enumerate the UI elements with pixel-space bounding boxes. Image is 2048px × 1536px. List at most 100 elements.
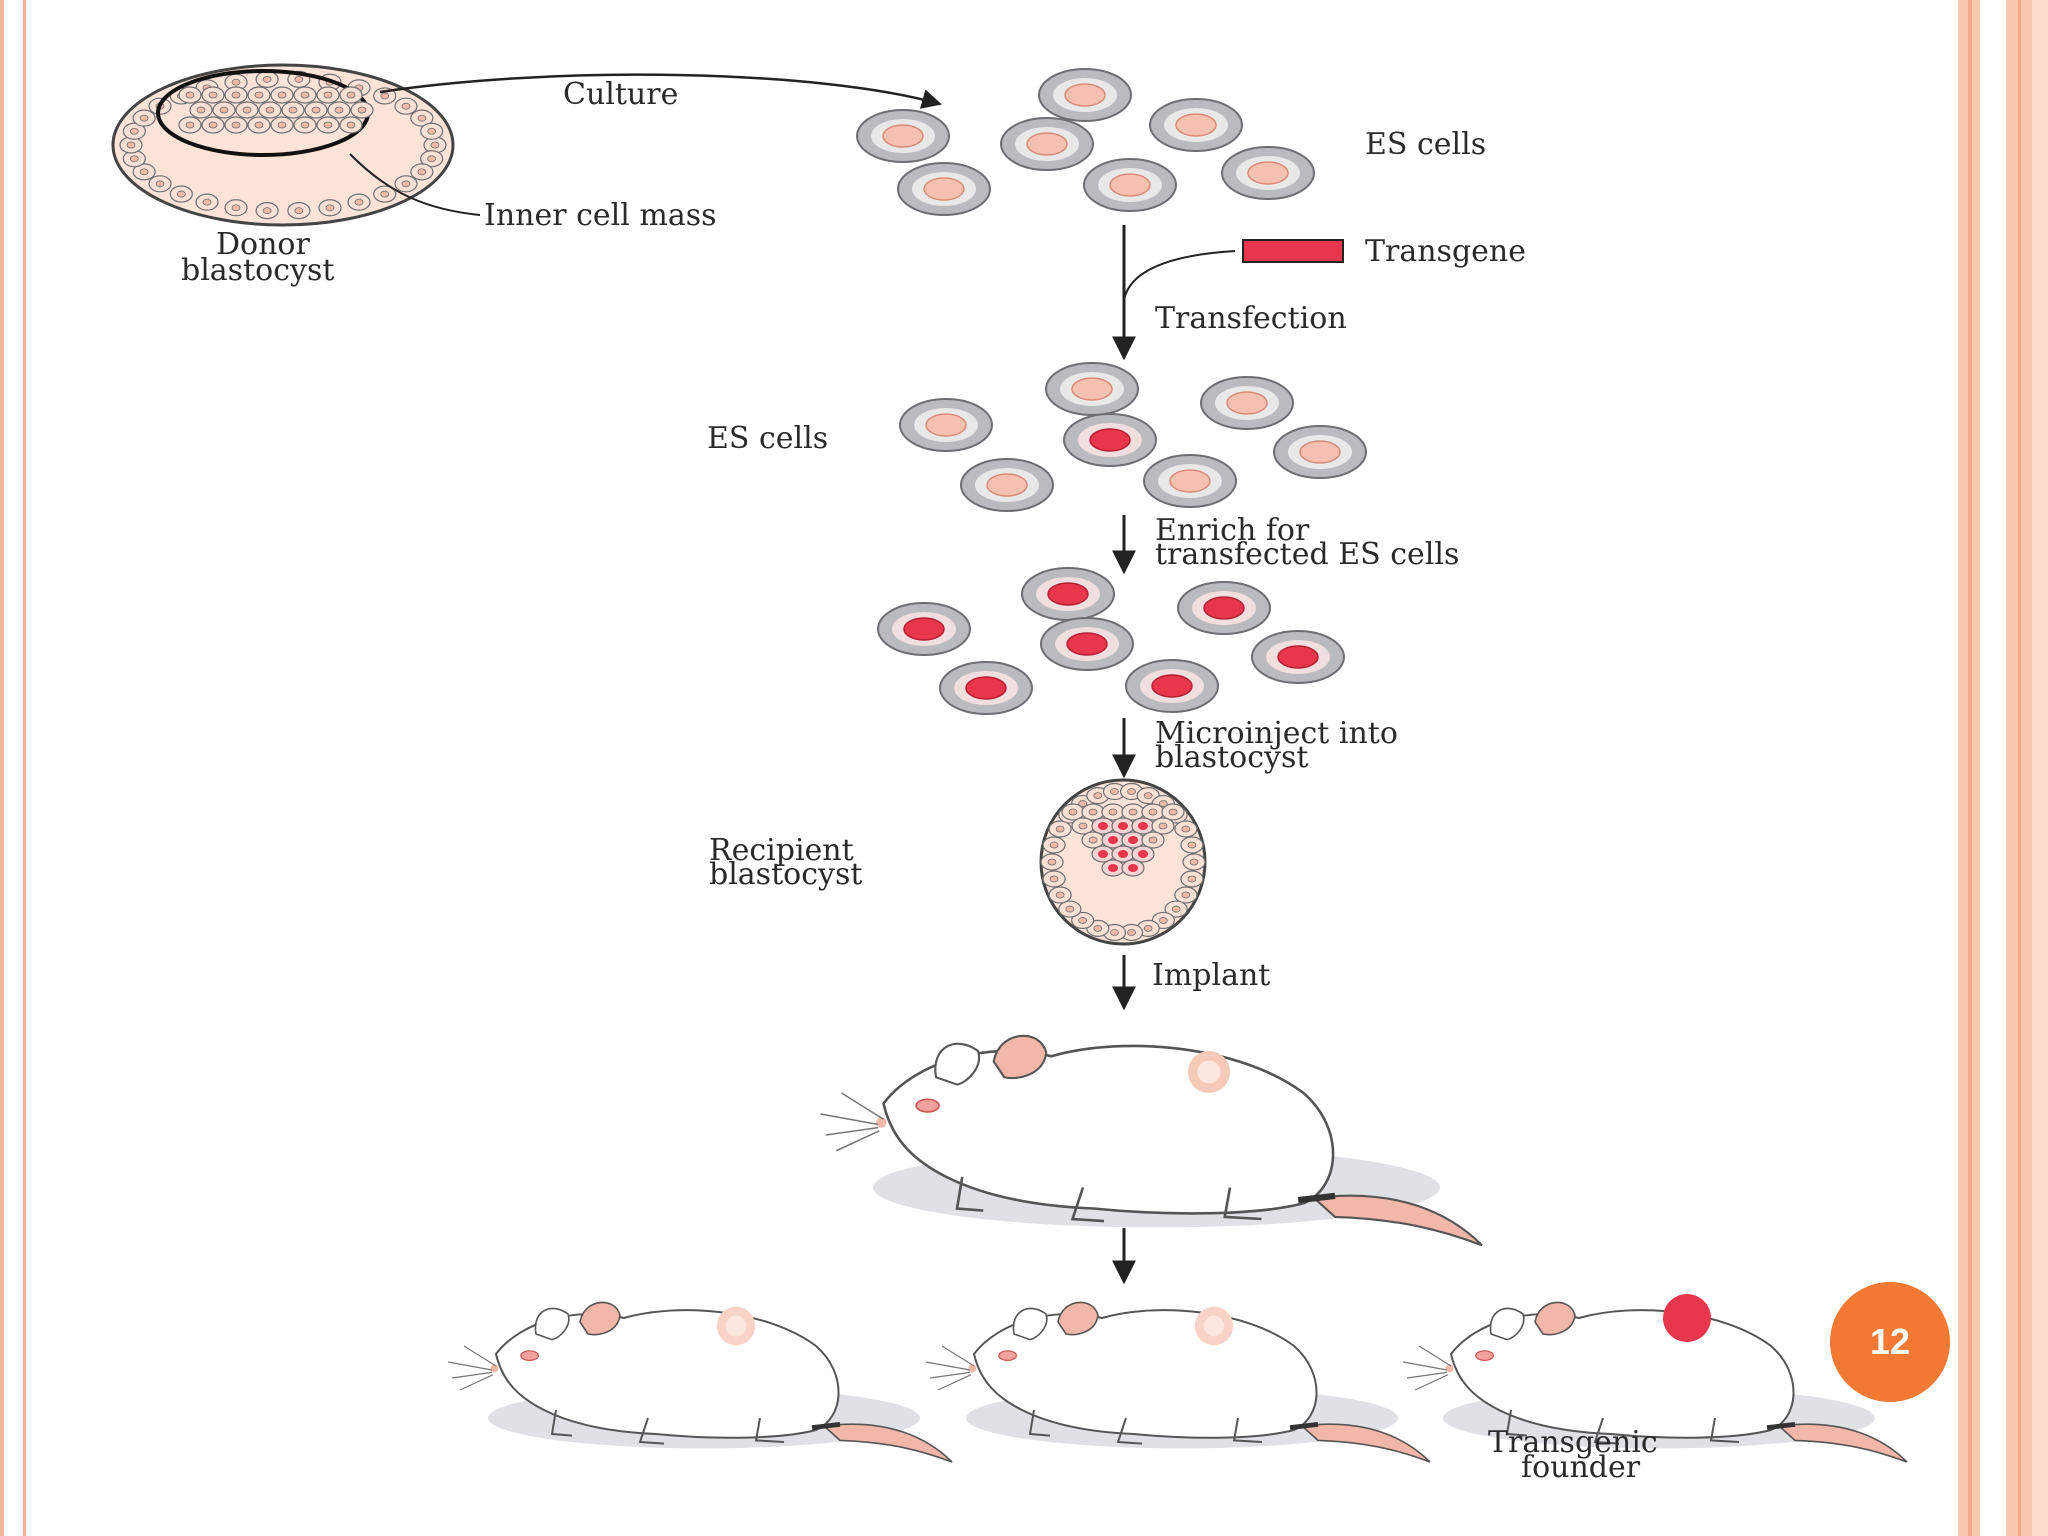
transfection-label: Transfection [1155, 301, 1347, 336]
donor-blastocyst-label-1: Donor [216, 227, 310, 262]
es-cell-icon [1038, 68, 1132, 122]
slide-left-border [0, 0, 26, 1536]
blastocyst-cell-icon [420, 122, 444, 140]
es-cell-icon [1273, 425, 1367, 479]
offspring-mouse-icon [926, 1302, 1430, 1462]
transgene-icon [1242, 239, 1344, 263]
blastocyst-cell-icon [394, 97, 418, 115]
es-cells-label-mid: ES cells [707, 421, 828, 456]
blastocyst-cell-icon [1042, 836, 1066, 854]
offspring-mouse-icon [448, 1302, 952, 1462]
blastocyst-cell-icon [195, 193, 219, 211]
blastocyst-cell-icon [148, 175, 172, 193]
transgenic-founder-label-1: Transgenic [1488, 1425, 1658, 1460]
transgene-leader [1123, 250, 1236, 301]
es-cell-icon [899, 398, 993, 452]
slide-right-border [1958, 0, 2048, 1536]
blastocyst-cell-icon [169, 185, 193, 203]
blastocyst-cell-icon [293, 86, 317, 104]
blastocyst-cell-icon [270, 86, 294, 104]
inner-cell-mass-label: Inner cell mass [484, 198, 717, 233]
es-cell-icon [897, 162, 991, 216]
transfected-cell-icon [1040, 617, 1134, 671]
blastocyst-cell-icon [224, 116, 248, 134]
donor-blastocyst-icon [111, 63, 455, 227]
blastocyst-cell-icon [1180, 836, 1204, 854]
blastocyst-cell-icon [224, 199, 248, 217]
recipient-blastocyst-icon [1039, 778, 1207, 946]
blastocyst-cell-icon [1040, 853, 1064, 871]
transfected-cell-icon [1125, 659, 1219, 713]
donor-blastocyst-label-2: blastocyst [181, 253, 334, 288]
blastocyst-cell-icon [293, 116, 317, 134]
blastocyst-cell-icon [1174, 820, 1198, 838]
blastocyst-cell-icon [316, 116, 340, 134]
es-cells-label-top: ES cells [1365, 127, 1486, 162]
blastocyst-cell-icon [350, 101, 374, 119]
blastocyst-cell-icon [1042, 870, 1066, 888]
blastocyst-cell-icon [270, 116, 294, 134]
transfected-cell-icon [1177, 581, 1271, 635]
blastocyst-cell-icon [410, 163, 434, 181]
implant-label: Implant [1152, 958, 1270, 993]
transfected-cell-icon [1251, 630, 1345, 684]
blastocyst-cell-icon [339, 116, 363, 134]
blastocyst-cell-icon [258, 101, 282, 119]
blastocyst-cell-icon [316, 86, 340, 104]
blastocyst-cell-icon [189, 101, 213, 119]
recipient-blastocyst-label-1: Recipient [709, 833, 854, 868]
blastocyst-cell-icon [327, 101, 351, 119]
blastocyst-cell-icon [281, 101, 305, 119]
blastocyst-cell-icon [1101, 859, 1125, 877]
blastocyst-cell-icon [394, 175, 418, 193]
blastocyst-cell-icon [347, 193, 371, 211]
es-cell-icon [1143, 454, 1237, 508]
blastocyst-cell-icon [1048, 820, 1072, 838]
microinject-label-2: blastocyst [1155, 740, 1308, 775]
es-cell-icon [1221, 146, 1315, 200]
blastocyst-cell-icon [247, 116, 271, 134]
es-cell-icon [1000, 117, 1094, 171]
blastocyst-cell-icon [247, 86, 271, 104]
enrich-label-1: Enrich for [1155, 513, 1310, 548]
transfected-cell-icon [1063, 413, 1157, 467]
enrich-label-2: transfected ES cells [1155, 537, 1459, 572]
blastocyst-cell-icon [287, 202, 311, 220]
blastocyst-cell-icon [1058, 900, 1082, 918]
es-cell-icon [1045, 362, 1139, 416]
chimeric-mouse-icon [821, 1036, 1483, 1245]
es-cell-icon [1200, 376, 1294, 430]
transfected-cells-cluster [877, 567, 1345, 715]
blastocyst-cell-icon [318, 199, 342, 217]
es-cell-icon [1083, 158, 1177, 212]
blastocyst-cell-icon [1048, 886, 1072, 904]
transfected-cell-icon [1021, 567, 1115, 621]
es-cells-cluster-top [856, 68, 1315, 216]
blastocyst-cell-icon [178, 86, 202, 104]
blastocyst-cell-icon [178, 116, 202, 134]
es-cell-icon [1149, 98, 1243, 152]
blastocyst-cell-icon [339, 86, 363, 104]
slide-page-number: 12 [1830, 1282, 1950, 1402]
transgene-label: Transgene [1365, 234, 1526, 269]
recipient-blastocyst-label-2: blastocyst [709, 857, 862, 892]
es-cell-icon [960, 458, 1054, 512]
transgenic-founder-label-2: founder [1521, 1450, 1641, 1485]
es-cell-icon [856, 109, 950, 163]
culture-label: Culture [563, 77, 678, 112]
blastocyst-cell-icon [1182, 853, 1206, 871]
transfected-cell-icon [877, 602, 971, 656]
es-cells-cluster-mid [899, 362, 1367, 512]
blastocyst-cell-icon [132, 109, 156, 127]
microinject-label-1: Microinject into [1155, 716, 1398, 751]
blastocyst-cell-icon [1180, 870, 1204, 888]
blastocyst-cell-icon [255, 202, 279, 220]
blastocyst-cell-icon [304, 101, 328, 119]
transfected-cell-icon [939, 661, 1033, 715]
transgenic-founder-mouse-icon [1403, 1294, 1907, 1462]
inner-cell-mass-leader [349, 153, 481, 216]
blastocyst-cell-icon [1121, 859, 1145, 877]
culture-arrow [379, 73, 942, 109]
blastocyst-cell-icon [235, 101, 259, 119]
